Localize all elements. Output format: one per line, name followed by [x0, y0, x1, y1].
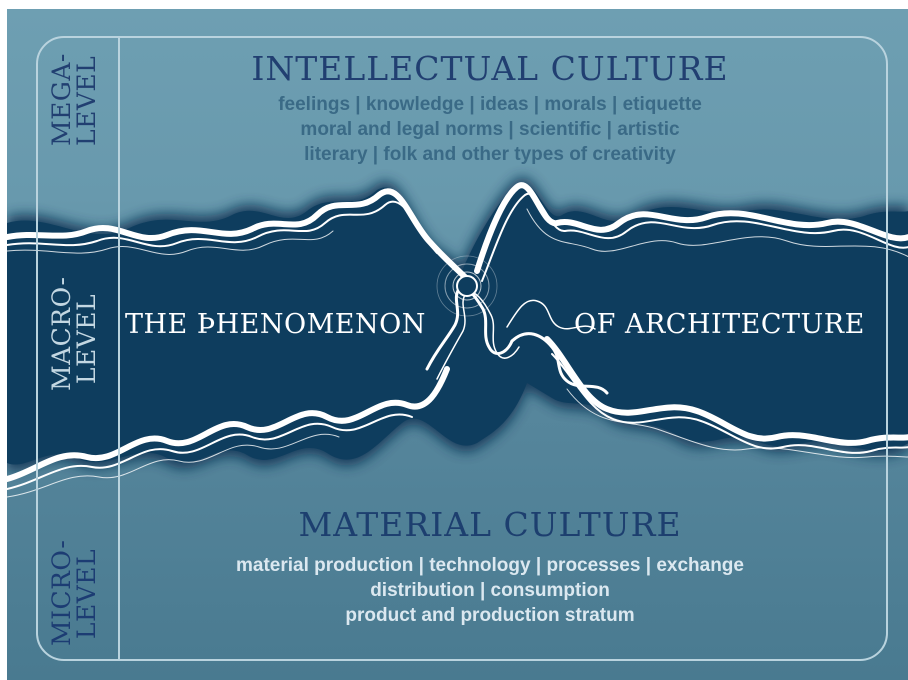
mega-level-line-2: LEVEL — [72, 55, 101, 146]
top-ribbon-lines — [7, 182, 908, 282]
intellectual-culture-title: INTELLECTUAL CULTURE — [251, 49, 729, 88]
wave-band-illustration — [7, 177, 908, 498]
intellectual-culture-list: feelings | knowledge | ideas | morals | … — [120, 92, 860, 167]
intellectual-line-3: literary | folk and other types of creat… — [304, 144, 676, 165]
macro-level-line-1: MACRO- — [47, 276, 76, 391]
material-line-2: distribution | consumption — [370, 580, 610, 601]
macro-level-label: MACRO- LEVEL — [47, 276, 109, 391]
micro-level-line-2: LEVEL — [72, 548, 101, 640]
intellectual-line-1: feelings | knowledge | ideas | morals | … — [278, 94, 702, 115]
micro-level-label: MICRO- LEVEL — [47, 539, 109, 646]
intellectual-line-2: moral and legal norms | scientific | art… — [300, 119, 680, 140]
macro-level-line-2: LEVEL — [72, 293, 101, 385]
center-node — [456, 275, 478, 297]
material-line-1: material production | technology | proce… — [236, 555, 744, 576]
material-line-3: product and production stratum — [345, 605, 635, 626]
phenomenon-label-right: OF ARCHITECTURE — [574, 309, 865, 340]
bottom-ribbon-lines — [7, 336, 908, 498]
material-culture-list: material production | technology | proce… — [120, 553, 860, 628]
central-vortex — [425, 255, 609, 395]
micro-level-line-1: MICRO- — [47, 539, 76, 646]
level-column-divider — [118, 36, 120, 661]
material-culture-title: MATERIAL CULTURE — [298, 505, 682, 544]
mega-level-line-1: MEGA- — [47, 53, 76, 146]
mega-level-label: MEGA- LEVEL — [47, 53, 109, 146]
phenomenon-label-left: THE ϷHENOMENON — [125, 309, 426, 340]
dark-band — [7, 183, 908, 465]
diagram-canvas: MEGA- LEVEL MACRO- LEVEL MICRO- LEVEL IN… — [7, 9, 908, 680]
